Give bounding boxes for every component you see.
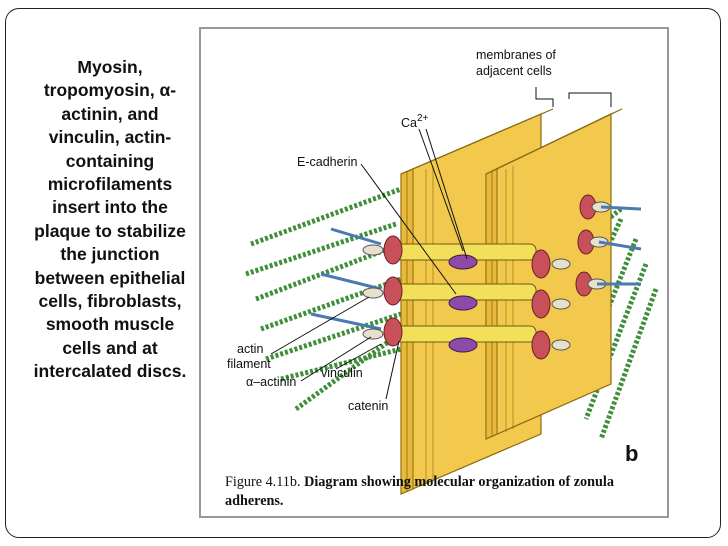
panel-letter: b — [625, 441, 638, 466]
label-filament: filament — [227, 357, 271, 371]
zonula-adherens-diagram: membranes of adjacent cells Ca2+ E-cadhe… — [227, 48, 659, 495]
leader-lines — [270, 87, 612, 400]
label-membranes: membranes of — [476, 48, 556, 62]
caption-prefix: Figure 4.11b. — [225, 474, 301, 490]
label-vinculin: vinculin — [321, 366, 363, 380]
membrane-right — [485, 108, 623, 440]
actin-filaments-left — [245, 186, 408, 412]
junction-row — [383, 276, 551, 319]
label-calcium: Ca2+ — [401, 113, 429, 130]
plaque-proteins-right — [551, 194, 611, 351]
description-text: Myosin, tropomyosin, α-actinin, and vinc… — [33, 57, 187, 382]
label-adjacent-cells: adjacent cells — [476, 64, 552, 78]
alpha-actinin-rods — [310, 205, 642, 340]
label-e-cadherin: E-cadherin — [297, 155, 357, 169]
junction-row — [383, 317, 551, 360]
slide-frame — [5, 8, 721, 538]
caption-text: Diagram showing molecular organization o… — [225, 474, 614, 509]
label-actin: actin — [237, 342, 263, 356]
label-catenin: catenin — [348, 399, 388, 413]
figure-caption: Figure 4.11b. Diagram showing molecular … — [225, 473, 655, 511]
junction-rows — [383, 235, 551, 360]
junction-row — [383, 235, 551, 279]
label-alpha-actinin: α–actinin — [246, 375, 296, 389]
figure-panel: membranes of adjacent cells Ca2+ E-cadhe… — [199, 27, 669, 518]
